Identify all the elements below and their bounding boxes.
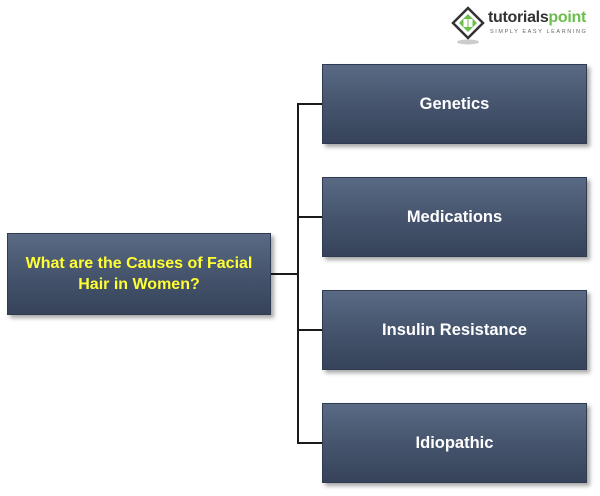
connector-branch-genetics [297,103,322,105]
node-insulin-resistance: Insulin Resistance [322,290,587,370]
logo-brand-part1: tutorials [488,9,549,26]
tutorialspoint-logo: tutorialspoint SIMPLY EASY LEARNING [450,6,595,46]
connector-vertical-spine [297,103,299,444]
tutorialspoint-logo-icon [451,6,485,45]
logo-wordmark: tutorialspoint [488,9,586,27]
connector-branch-idiopathic [297,442,322,444]
connector-branch-insulin-resistance [297,329,322,331]
node-medications: Medications [322,177,587,257]
root-node: What are the Causes of Facial Hair in Wo… [7,233,271,315]
logo-brand-part2: point [548,9,587,26]
node-idiopathic: Idiopathic [322,403,587,483]
logo-tagline: SIMPLY EASY LEARNING [490,29,588,35]
node-genetics: Genetics [322,64,587,144]
connector-branch-medications [297,216,322,218]
connector-root-stub [271,273,298,275]
